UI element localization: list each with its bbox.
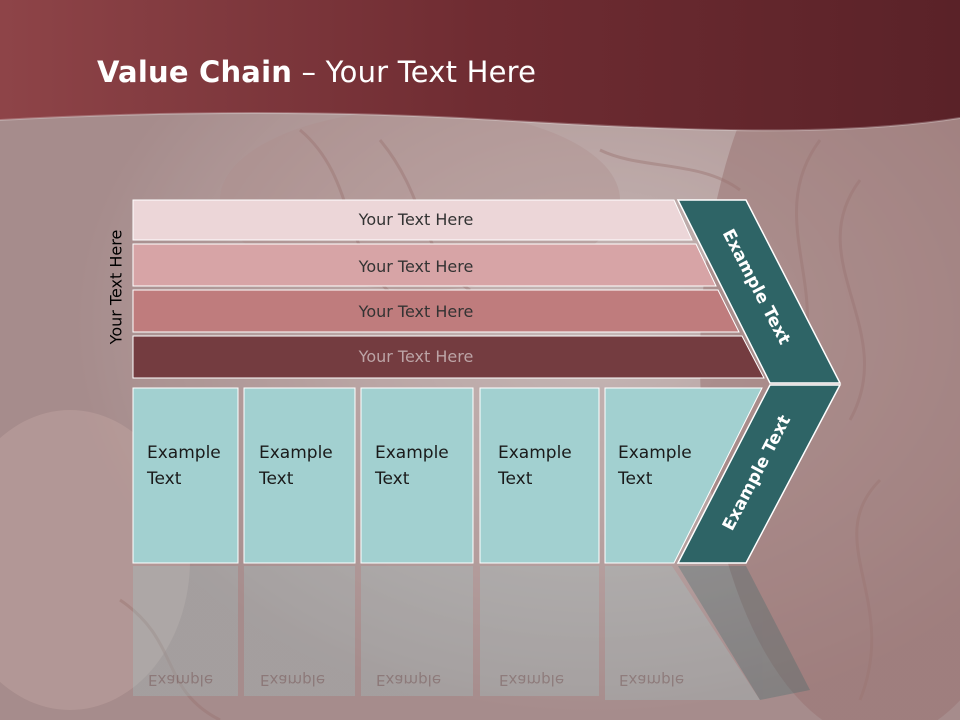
- svg-text:Example: Example: [260, 671, 325, 689]
- box-4-line2: Text: [497, 469, 533, 489]
- box-1: [132, 387, 239, 564]
- title-bold: Value Chain: [97, 55, 293, 89]
- bar-3-label: Your Text Here: [358, 302, 474, 321]
- svg-text:Example: Example: [499, 671, 564, 689]
- box-3-line1: Example: [375, 443, 449, 463]
- bar-2: [132, 243, 717, 287]
- box-5-line1: Example: [618, 443, 692, 463]
- header-band: [0, 0, 960, 131]
- bar-1-label: Your Text Here: [358, 210, 474, 229]
- box-5-line2: Text: [617, 469, 653, 489]
- svg-text:Example: Example: [376, 671, 441, 689]
- bar-1: [132, 199, 693, 241]
- bar-4-label: Your Text Here: [358, 347, 474, 366]
- chevron-bottom: [676, 384, 842, 564]
- box-2-line1: Example: [259, 443, 333, 463]
- slide-title: Value Chain – Your Text Here: [97, 55, 536, 89]
- svg-text:Example: Example: [148, 671, 213, 689]
- bar-4: [132, 335, 765, 379]
- diagram-reflection: Example Example Example Example Example: [133, 566, 810, 700]
- box-3-line2: Text: [374, 469, 410, 489]
- box-2: [243, 387, 356, 564]
- box-1-line2: Text: [146, 469, 182, 489]
- title-rest: – Your Text Here: [292, 55, 537, 89]
- bar-3: [132, 289, 740, 333]
- box-3: [360, 387, 474, 564]
- box-1-line1: Example: [147, 443, 221, 463]
- bar-2-label: Your Text Here: [358, 257, 474, 276]
- box-5: [604, 387, 763, 564]
- svg-text:Example: Example: [619, 671, 684, 689]
- chevron-top: [676, 199, 842, 384]
- box-4-line1: Example: [498, 443, 572, 463]
- box-4: [479, 387, 600, 564]
- box-2-line2: Text: [258, 469, 294, 489]
